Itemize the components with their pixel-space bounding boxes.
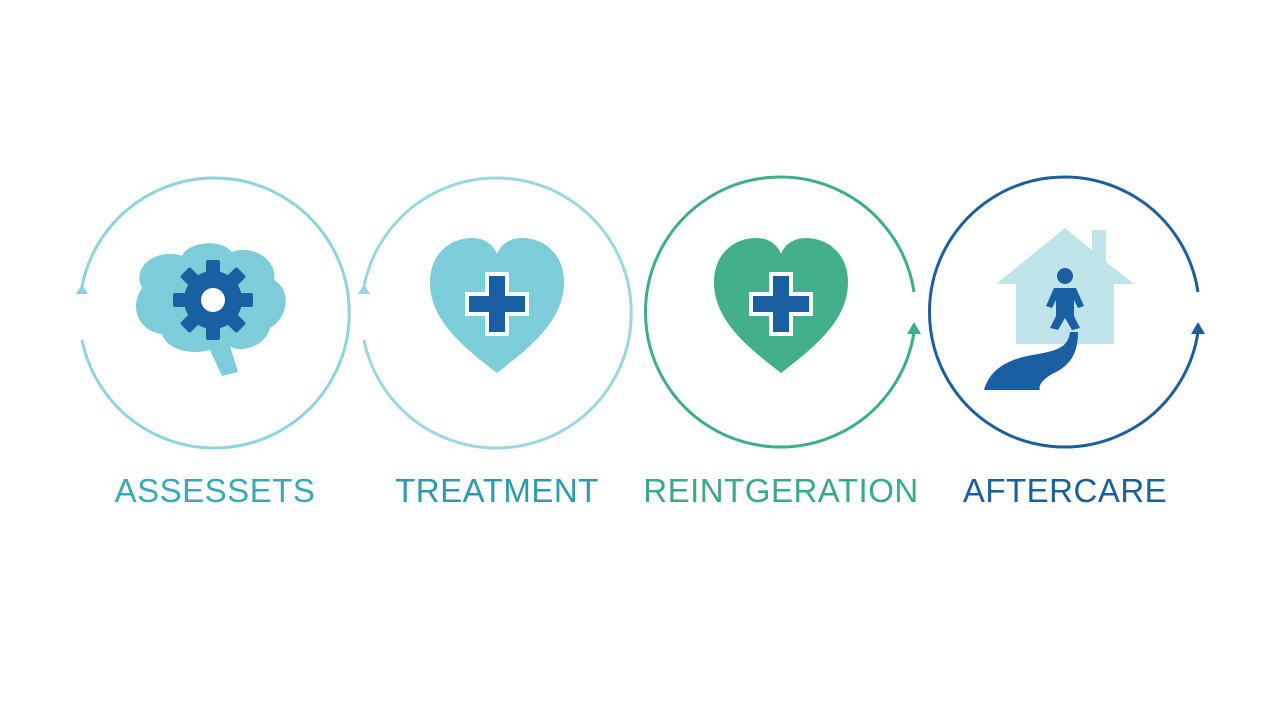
step-treatment: TREATMENT xyxy=(352,168,642,528)
step-ring xyxy=(927,175,1205,449)
heart-cross-icon xyxy=(714,238,848,373)
step-label: REINTGERATION xyxy=(643,472,919,509)
step-ring xyxy=(358,176,633,450)
step-ring xyxy=(76,176,351,450)
home-path-icon xyxy=(984,228,1134,390)
step-ring xyxy=(643,175,921,449)
step-aftercare: AFTERCARE xyxy=(920,168,1210,528)
step-assessets: ASSESSETS xyxy=(70,168,360,528)
heart-cross-icon xyxy=(430,238,564,373)
step-label: AFTERCARE xyxy=(962,472,1168,509)
step-label: ASSESSETS xyxy=(114,472,316,509)
step-reintgeration: REINTGERATION xyxy=(636,168,926,528)
step-label: TREATMENT xyxy=(395,472,599,509)
brain-gear-icon xyxy=(135,243,286,376)
